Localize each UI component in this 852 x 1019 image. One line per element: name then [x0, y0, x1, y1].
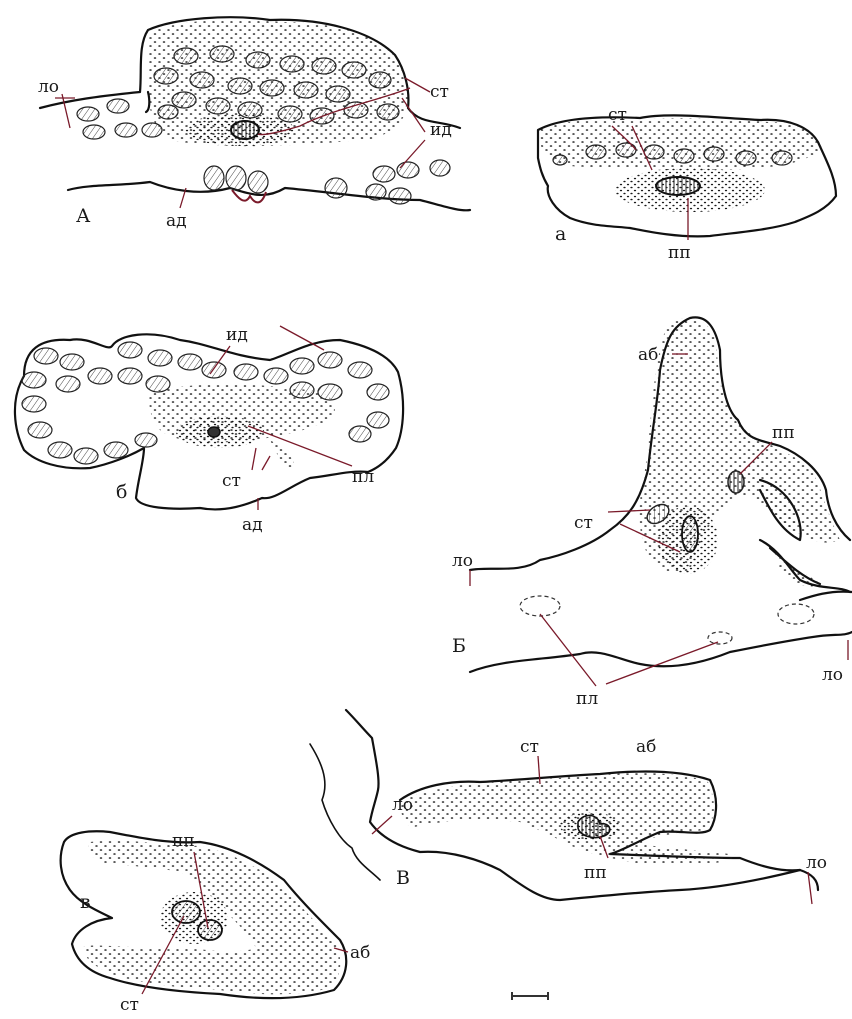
panel-A: ло ст ид ад А: [38, 17, 470, 231]
label-st-a: ст: [608, 105, 627, 125]
panel-a: ст пп а: [538, 105, 836, 263]
panel-label-b-small: б: [116, 481, 127, 503]
label-pl-b: пл: [352, 467, 374, 487]
panel-b-small: ид ст пл ад б: [15, 325, 403, 535]
label-lo-B-left: ло: [452, 551, 473, 571]
label-pp-V: пп: [584, 863, 607, 883]
label-ab-V: аб: [636, 737, 656, 757]
label-ad-b: ад: [242, 515, 263, 535]
panel-B: аб пп ст ло пл ло Б: [452, 317, 852, 709]
panel-V: ст аб ло пп ло В: [310, 710, 827, 904]
label-ad-A: ад: [166, 211, 187, 231]
label-st-v: ст: [120, 995, 139, 1015]
panel-label-B: Б: [452, 635, 466, 657]
panel-v-small: пп аб ст в: [61, 831, 371, 1015]
label-st-b: ст: [222, 471, 241, 491]
panel-label-V: В: [396, 867, 410, 889]
scale-bar: [512, 992, 548, 1000]
label-lo-V-right: ло: [806, 853, 827, 873]
label-pp-B: пп: [772, 423, 795, 443]
label-st-A: ст: [430, 82, 449, 102]
panel-label-A: А: [76, 205, 91, 227]
label-pl-B: пл: [576, 689, 598, 709]
label-pp-v: пп: [172, 831, 195, 851]
label-pp-a: пп: [668, 243, 691, 263]
label-ab-B: аб: [638, 345, 658, 365]
label-st-V: ст: [520, 737, 539, 757]
label-st-B: ст: [574, 513, 593, 533]
label-id-A: ид: [430, 120, 452, 140]
panel-label-a: а: [555, 223, 566, 245]
label-ab-v: аб: [350, 943, 370, 963]
panel-label-v-small: в: [80, 891, 91, 913]
label-lo-V-left: ло: [392, 795, 413, 815]
label-id-b: ид: [226, 325, 248, 345]
label-lo-A: ло: [38, 77, 59, 97]
label-lo-B-right: ло: [822, 665, 843, 685]
